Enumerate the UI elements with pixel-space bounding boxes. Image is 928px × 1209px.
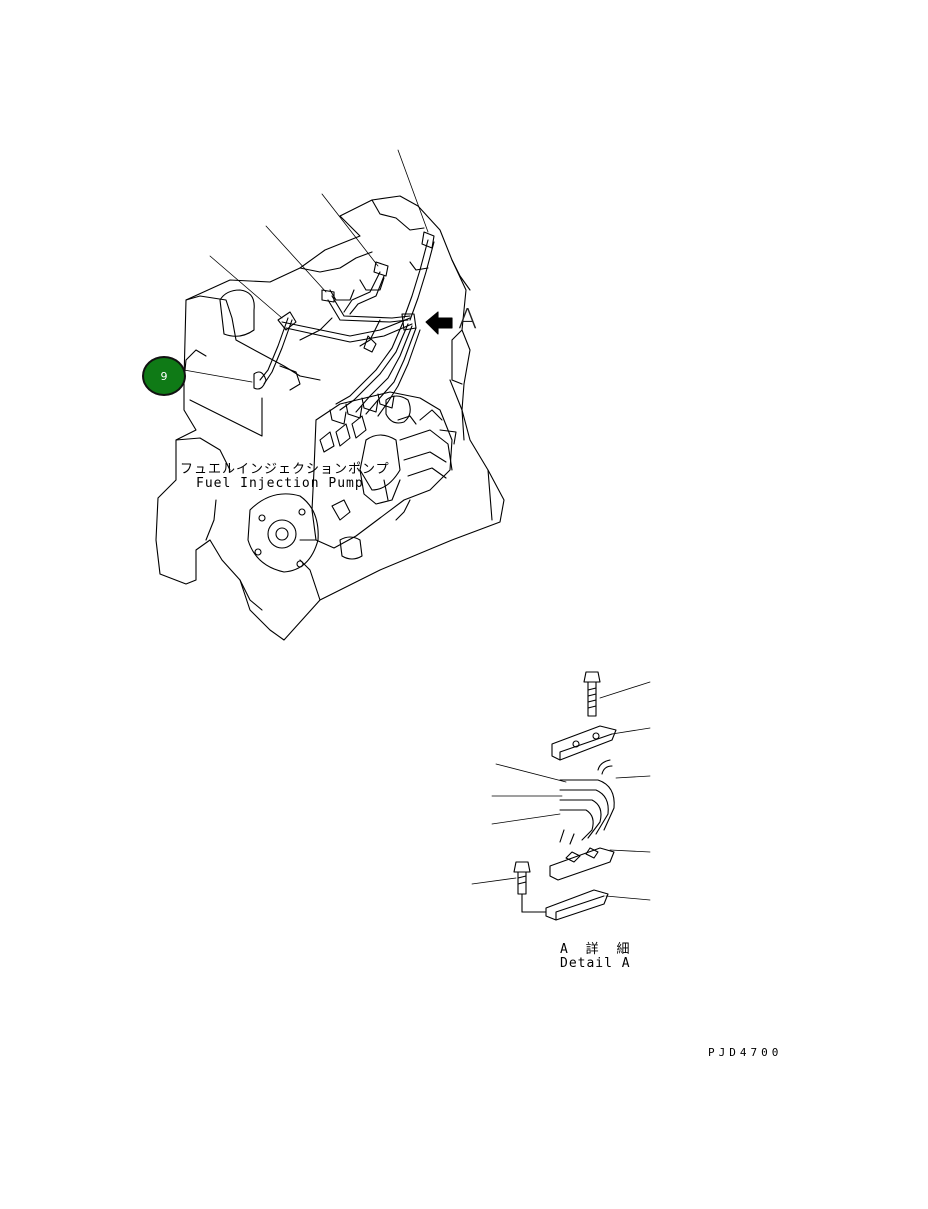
injection-pipes [253, 231, 435, 417]
drawing-code: PJD4700 [708, 1046, 783, 1059]
pump-label-english: Fuel Injection Pump [196, 476, 364, 491]
pump-label-japanese: フュエルインジェクションポンプ [180, 462, 390, 477]
view-a-marker: A [458, 302, 479, 335]
callout-badge-9[interactable]: 9 [142, 356, 186, 396]
fuel-injection-pump [247, 391, 457, 573]
engine-block-outline [155, 195, 505, 641]
detail-a-view [513, 671, 617, 921]
detail-label-japanese: A 詳 細 [560, 942, 635, 957]
view-a-arrow [425, 311, 453, 335]
detail-label-english: Detail A [560, 956, 631, 971]
leader-lines [183, 149, 429, 383]
detail-leader-lines [471, 681, 651, 901]
callout-number: 9 [160, 370, 168, 383]
